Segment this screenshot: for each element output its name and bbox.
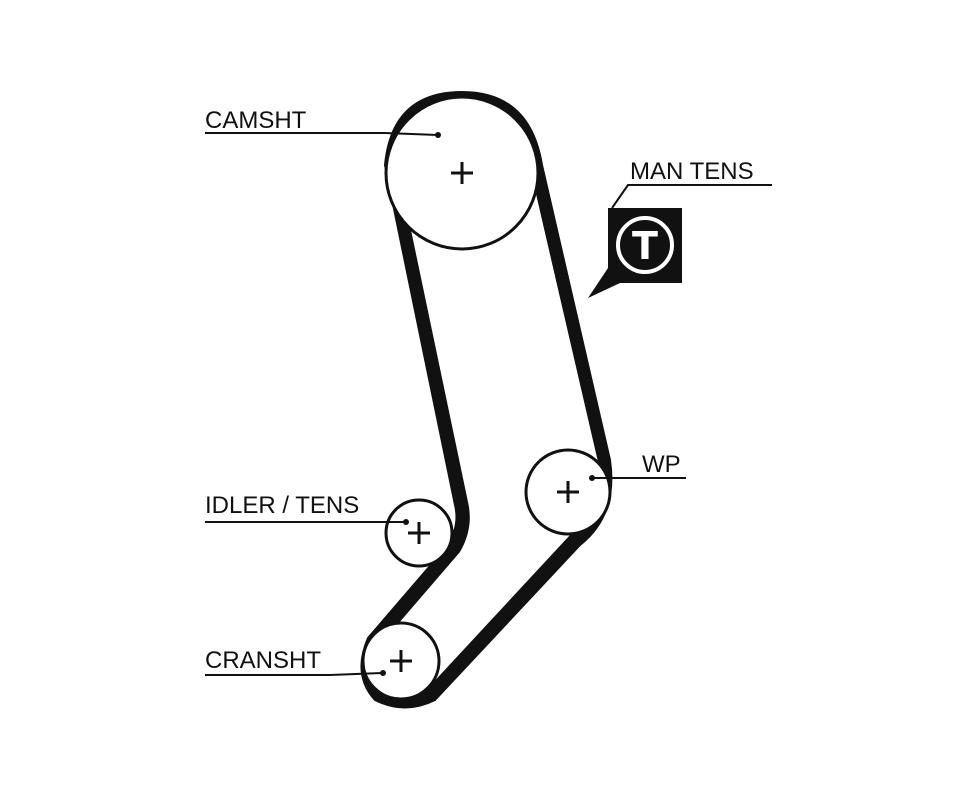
label-idler-tensioner: IDLER / TENS: [205, 492, 359, 519]
idler-center-mark: [408, 522, 430, 544]
camshaft-leader: [205, 132, 439, 136]
label-manual-tensioner: MAN TENS: [630, 158, 754, 185]
tensioner-symbol-circle: [616, 216, 674, 274]
label-camshaft: CAMSHT: [205, 107, 307, 134]
cransht-dot: [380, 670, 386, 676]
leader-dots: [380, 132, 595, 676]
belt-inner: [374, 105, 599, 694]
idler-tensioner-pulley: [384, 498, 454, 568]
camshaft-pulley: [384, 95, 540, 251]
water-pump-pulley: [524, 448, 612, 536]
cransht-leader: [205, 672, 384, 676]
camshaft-dot: [435, 132, 441, 138]
leader-lines: [205, 132, 772, 676]
crankshaft-center-mark: [390, 650, 412, 672]
camshaft-center-mark: [451, 162, 473, 184]
label-crankshaft: CRANSHT: [205, 647, 321, 674]
crankshaft-pulley: [361, 621, 441, 701]
manual-tensioner-callout: T: [588, 208, 682, 298]
timing-belt: [360, 91, 613, 709]
wp-dot: [589, 475, 595, 481]
tensioner-symbol-letter: T: [632, 224, 658, 268]
water-pump-center-mark: [557, 481, 579, 503]
label-water-pump: WP: [642, 451, 681, 478]
idler-dot: [403, 519, 409, 525]
man-tens-leader: [611, 184, 772, 209]
